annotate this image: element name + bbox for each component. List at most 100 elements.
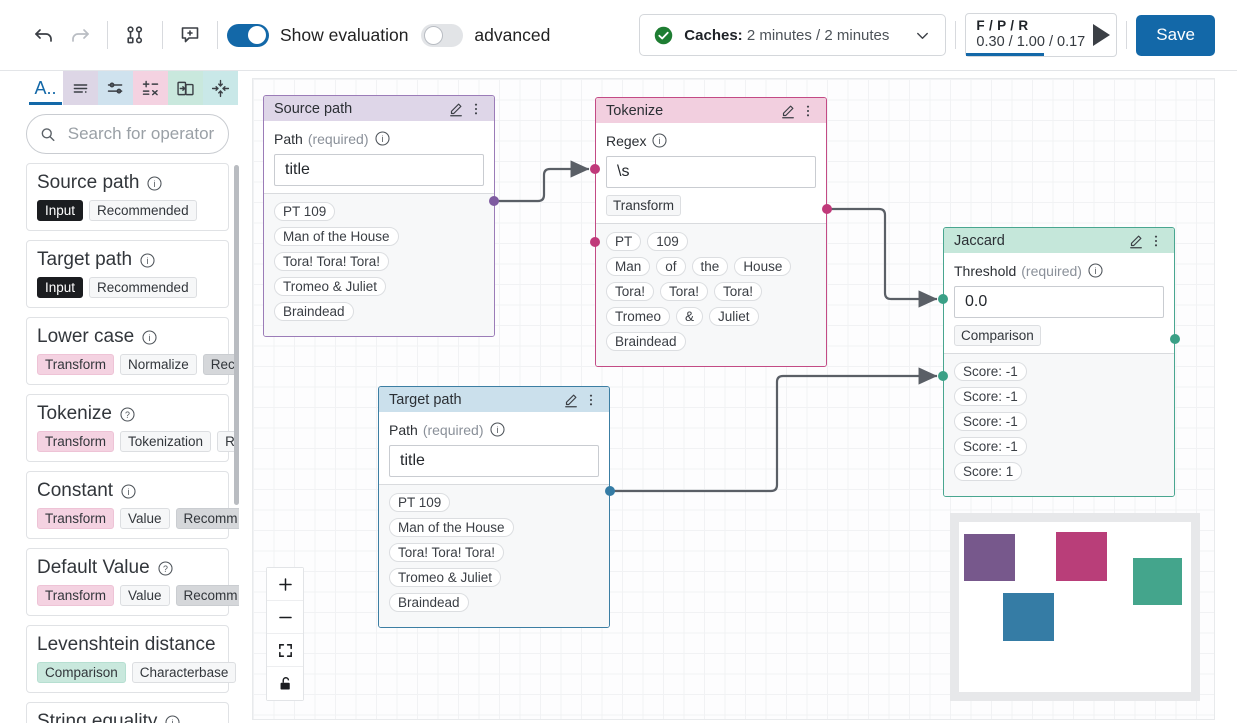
node-edit-button[interactable]	[561, 391, 581, 409]
advanced-toggle[interactable]	[421, 23, 464, 47]
minimap[interactable]	[950, 513, 1200, 701]
unlock-icon	[280, 677, 290, 690]
node-edit-button[interactable]	[1126, 232, 1146, 250]
tab-preprocess[interactable]	[98, 71, 133, 105]
zoom-in-button[interactable]	[267, 568, 303, 601]
operator-card[interactable]: Levenshtein distanceiComparisonCharacter…	[26, 625, 237, 693]
node-header[interactable]: Source path	[264, 96, 494, 121]
port-target-out[interactable]	[605, 486, 615, 496]
tab-transform[interactable]	[133, 71, 168, 105]
kebab-menu-icon[interactable]	[583, 392, 599, 408]
pencil-icon[interactable]	[562, 391, 580, 409]
operator-tag: Transform	[37, 354, 115, 375]
info-icon[interactable]: i	[651, 132, 668, 149]
play-icon[interactable]	[1093, 24, 1111, 46]
operator-card[interactable]: String equalityiComparisonEqualityRec	[26, 702, 229, 723]
sidebar-scrollbar[interactable]	[234, 165, 239, 505]
node-header[interactable]: Tokenize	[596, 98, 826, 123]
lock-button[interactable]	[267, 667, 303, 700]
check-circle-icon	[655, 26, 673, 44]
output-row: PT 109	[389, 493, 599, 512]
show-evaluation-toggle[interactable]	[227, 23, 269, 47]
node-menu-button[interactable]	[798, 103, 818, 119]
info-icon[interactable]: i	[1087, 262, 1104, 279]
pencil-icon[interactable]	[447, 100, 465, 118]
node-menu-button[interactable]	[1146, 233, 1166, 249]
metrics-panel[interactable]: F / P / R 0.30 / 1.00 / 0.17	[965, 13, 1118, 57]
output-chip: Tora!	[660, 282, 709, 301]
port-source-out[interactable]	[489, 196, 499, 206]
port-tokenize-in[interactable]	[590, 164, 600, 174]
graph-layout-button[interactable]	[117, 17, 153, 53]
node-edit-button[interactable]	[446, 100, 466, 118]
port-jaccard-in[interactable]	[938, 294, 948, 304]
pencil-icon[interactable]	[779, 102, 797, 120]
node-field-input[interactable]: 0.0	[954, 286, 1164, 318]
tab-input[interactable]	[63, 71, 98, 105]
search-input[interactable]	[65, 123, 216, 145]
minimap-viewport	[959, 522, 1191, 692]
fit-view-button[interactable]	[267, 634, 303, 667]
pencil-icon[interactable]	[1127, 232, 1145, 250]
save-button[interactable]: Save	[1136, 14, 1215, 56]
tab-all[interactable]: A..	[28, 71, 63, 105]
info-icon[interactable]: i	[146, 175, 163, 192]
search-box[interactable]	[26, 114, 229, 154]
minimap-node-tokenize	[1056, 532, 1108, 582]
info-icon[interactable]: i	[139, 252, 156, 269]
node-header[interactable]: Jaccard	[944, 228, 1174, 253]
output-row: Tromeo & Juliet	[389, 568, 599, 587]
kebab-menu-icon[interactable]	[468, 101, 484, 117]
redo-button[interactable]	[62, 17, 98, 53]
output-row: Tora! Tora! Tora!	[389, 543, 599, 562]
kebab-menu-icon[interactable]	[800, 103, 816, 119]
tab-aggregate[interactable]	[203, 71, 238, 105]
question-icon[interactable]: ?	[119, 406, 136, 423]
caches-dropdown[interactable]: Caches: 2 minutes / 2 minutes	[639, 14, 947, 56]
info-icon[interactable]: i	[141, 329, 158, 346]
question-icon[interactable]: ?	[157, 560, 174, 577]
node-menu-button[interactable]	[581, 392, 601, 408]
port-tokenize-in2[interactable]	[590, 237, 600, 247]
edge-layer	[494, 160, 938, 493]
port-tokenize-out[interactable]	[822, 204, 832, 214]
node-edit-button[interactable]	[778, 102, 798, 120]
edge-source-to-tokenize	[494, 160, 590, 203]
tab-comparison[interactable]	[168, 71, 203, 105]
operator-tag: Input	[37, 277, 84, 298]
kebab-menu-icon[interactable]	[1148, 233, 1164, 249]
port-jaccard-out[interactable]	[1170, 334, 1180, 344]
add-comment-button[interactable]	[172, 17, 208, 53]
node-field-input[interactable]: title	[274, 154, 484, 186]
toolbar-divider-5	[1126, 21, 1128, 49]
zoom-out-button[interactable]	[267, 601, 303, 634]
toggle-knob	[424, 25, 444, 45]
info-icon[interactable]: i	[489, 421, 506, 438]
undo-button[interactable]	[26, 17, 62, 53]
node-menu-button[interactable]	[466, 101, 486, 117]
node-field-input[interactable]: title	[389, 445, 599, 477]
node-field-input[interactable]: \s	[606, 156, 816, 188]
output-chip: Score: -1	[954, 412, 1027, 431]
port-jaccard-in2[interactable]	[938, 371, 948, 381]
operator-tag: Transform	[37, 508, 115, 529]
output-row: Score: -1	[954, 412, 1164, 431]
info-icon[interactable]: i	[374, 130, 391, 147]
info-icon[interactable]: i	[164, 714, 181, 724]
node-header[interactable]: Target path	[379, 387, 609, 412]
info-icon[interactable]: i	[120, 483, 137, 500]
